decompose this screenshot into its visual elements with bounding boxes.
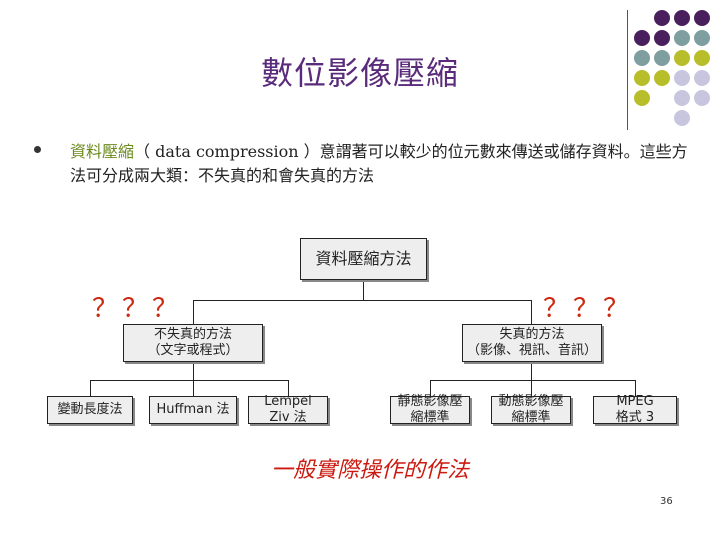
decorative-dot bbox=[654, 30, 670, 46]
root-label: 資料壓縮方法 bbox=[315, 249, 412, 268]
decorative-dot bbox=[634, 30, 650, 46]
highlighted-term: 資料壓縮 bbox=[70, 142, 135, 161]
leaf-motion-image-line2: 縮標準 bbox=[511, 410, 551, 425]
decorative-dot bbox=[674, 50, 690, 66]
connector-right-horizontal bbox=[430, 380, 635, 381]
lossless-subtitle: （文字或程式） bbox=[147, 343, 239, 358]
leaf-huffman: Huffman 法 bbox=[149, 396, 237, 424]
right-question-marks: ？？？ bbox=[543, 294, 634, 324]
lossy-subtitle: （影像、視訊、音訊） bbox=[466, 343, 597, 358]
decorative-dot bbox=[694, 50, 710, 66]
root-node: 資料壓縮方法 bbox=[300, 238, 427, 280]
leaf-still-image-line1: 靜態影像壓 bbox=[397, 394, 463, 409]
decorative-dot bbox=[694, 70, 710, 86]
slide-title: 數位影像壓縮 bbox=[260, 54, 459, 92]
connector-jpeg-up bbox=[430, 380, 431, 396]
connector-level1-horizontal bbox=[193, 300, 531, 301]
connector-mpeg-up bbox=[635, 380, 636, 396]
connector-left-horizontal bbox=[90, 380, 288, 381]
leaf-motion-image-standard: 動態影像壓 縮標準 bbox=[491, 394, 571, 425]
decorative-dot bbox=[674, 90, 690, 106]
left-question-marks: ？？？ bbox=[92, 294, 183, 324]
lossy-node: 失真的方法 （影像、視訊、音訊） bbox=[462, 324, 602, 362]
decorative-dot bbox=[634, 90, 650, 106]
leaf-run-length: 變動長度法 bbox=[47, 396, 133, 424]
connector-lossy-up bbox=[531, 300, 532, 324]
connector-root-down bbox=[363, 280, 364, 300]
decorative-dot bbox=[654, 70, 670, 86]
decorative-dot bbox=[694, 90, 710, 106]
leaf-run-length-label: 變動長度法 bbox=[57, 402, 123, 417]
decorative-vertical-line bbox=[627, 10, 628, 130]
leaf-mpeg-line1: MPEG bbox=[616, 394, 654, 409]
decorative-dot bbox=[634, 50, 650, 66]
decorative-dot bbox=[654, 50, 670, 66]
leaf-lempel-ziv-line1: Lempel bbox=[264, 394, 312, 409]
leaf-lempel-ziv: Lempel Ziv 法 bbox=[248, 394, 328, 425]
leaf-mpeg: MPEG 格式 3 bbox=[593, 394, 677, 425]
decorative-dot bbox=[694, 30, 710, 46]
decorative-dot bbox=[674, 70, 690, 86]
leaf-motion-image-line1: 動態影像壓 bbox=[498, 394, 564, 409]
bullet-icon bbox=[34, 146, 41, 153]
connector-lossy-down bbox=[531, 362, 532, 380]
bullet-paragraph: 資料壓縮（ data compression ）意謂著可以較少的位元數來傳送或儲… bbox=[70, 140, 690, 188]
decorative-dot bbox=[674, 110, 690, 126]
lossy-title: 失真的方法 bbox=[499, 327, 565, 342]
connector-lossless-up bbox=[193, 300, 194, 324]
decorative-dot bbox=[634, 70, 650, 86]
connector-lossless-down bbox=[193, 362, 194, 380]
leaf-huffman-label: Huffman 法 bbox=[156, 402, 230, 417]
leaf-still-image-line2: 縮標準 bbox=[410, 410, 450, 425]
leaf-mpeg-line2: 格式 3 bbox=[615, 410, 655, 425]
decorative-dot bbox=[694, 10, 710, 26]
connector-lzw-up bbox=[288, 380, 289, 396]
decorative-dot bbox=[674, 10, 690, 26]
connector-mpegstd-up bbox=[531, 380, 532, 396]
bullet-text: （ data compression ）意謂著可以較少的位元數來傳送或儲存資料。… bbox=[70, 142, 688, 185]
decorative-dot bbox=[654, 10, 670, 26]
connector-huffman-up bbox=[193, 380, 194, 396]
page-number: 36 bbox=[660, 496, 673, 507]
lossless-title: 不失真的方法 bbox=[153, 327, 232, 342]
leaf-lempel-ziv-line2: Ziv 法 bbox=[269, 410, 307, 425]
connector-rle-up bbox=[90, 380, 91, 396]
decorative-dot bbox=[674, 30, 690, 46]
leaf-still-image-standard: 靜態影像壓 縮標準 bbox=[390, 394, 470, 425]
diagram-caption: 一般實際操作的作法 bbox=[270, 458, 469, 483]
lossless-node: 不失真的方法 （文字或程式） bbox=[123, 324, 263, 362]
